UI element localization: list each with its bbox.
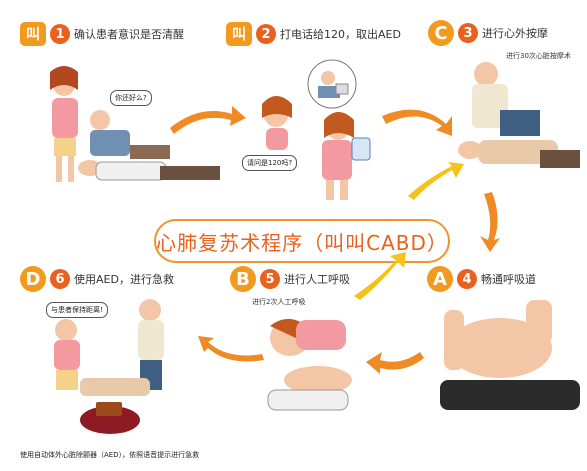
step-3-note: 进行30次心脏按摩术 [506, 52, 571, 60]
step-2-label: 打电话给120，取出AED [280, 28, 401, 41]
scene-open-airway [440, 300, 580, 410]
step-5-number: 5 [260, 269, 280, 289]
aed-caption: 使用自动体外心脏除颤器（AED），依照语音提示进行急救 [20, 451, 200, 459]
scene-check-consciousness [50, 66, 220, 182]
step-6-header: D 6 使用AED，进行急救 [20, 266, 174, 292]
arrow-step3-to-step4 [480, 192, 500, 252]
step-6-number: 6 [50, 269, 70, 289]
flow-arrows [170, 106, 500, 374]
scene-call-emergency [262, 59, 371, 200]
step-4-header: A 4 畅通呼吸道 [427, 266, 536, 292]
step-2-number: 2 [256, 24, 276, 44]
step-4-number: 4 [457, 269, 477, 289]
scene-rescue-breathing [267, 318, 352, 411]
step-1-badge: 叫 [20, 22, 46, 46]
arrow-step4-to-step5 [366, 352, 424, 374]
step-5-badge: B [230, 266, 256, 292]
step-3-header: C 3 进行心外按摩 [428, 20, 548, 46]
step-2-badge: 叫 [226, 22, 252, 46]
step-6-label: 使用AED，进行急救 [74, 273, 174, 286]
speech-bubble-keep-distance: 与患者保持距离! [46, 302, 108, 318]
step-5-label: 进行人工呼吸 [284, 273, 350, 286]
step-3-label: 进行心外按摩 [482, 27, 548, 40]
step-1-label: 确认患者意识是否清醒 [74, 28, 184, 41]
step-5-header: B 5 进行人工呼吸 [230, 266, 350, 292]
arrow-step2-to-step3 [382, 109, 452, 136]
arrow-step5-to-step6 [198, 336, 264, 362]
step-5-note: 进行2次人工呼吸 [252, 298, 306, 306]
scene-use-aed [54, 299, 164, 434]
step-1-number: 1 [50, 24, 70, 44]
speech-bubble-calling-120: 请问是120吗? [242, 155, 298, 171]
speech-bubble-are-you-ok: 你还好么? [110, 90, 152, 106]
step-6-badge: D [20, 266, 46, 292]
step-4-badge: A [427, 266, 453, 292]
scene-chest-compressions [458, 62, 580, 168]
step-3-number: 3 [458, 23, 478, 43]
step-4-label: 畅通呼吸道 [481, 273, 536, 286]
step-1-header: 叫 1 确认患者意识是否清醒 [20, 21, 184, 47]
step-2-header: 叫 2 打电话给120，取出AED [226, 21, 401, 47]
step-3-badge: C [428, 20, 454, 46]
arrow-banner-to-step3 [408, 162, 464, 200]
arrow-step1-to-step2 [170, 106, 246, 134]
arrow-step5-to-banner [354, 252, 406, 300]
